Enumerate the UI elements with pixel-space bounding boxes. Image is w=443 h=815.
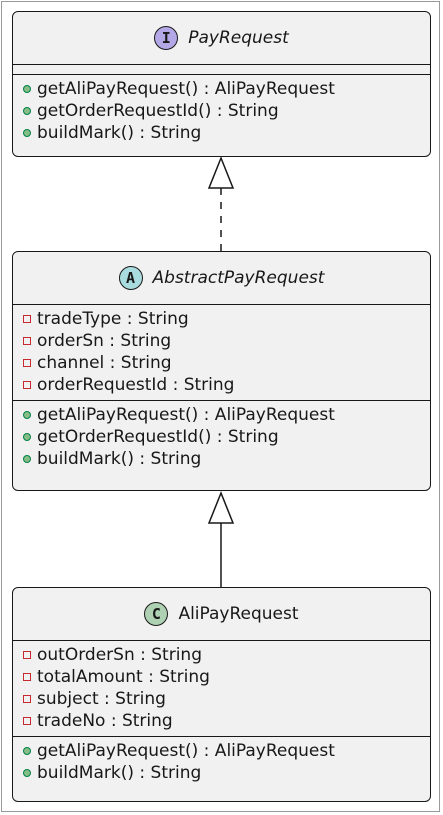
public-visibility-icon [23,107,31,115]
private-visibility-icon [23,673,31,681]
private-visibility-icon [23,717,31,725]
methods-section: getAliPayRequest() : AliPayRequest getOr… [13,400,430,470]
method-row: getAliPayRequest() : AliPayRequest [13,740,430,762]
field-row: tradeType : String [13,308,430,330]
method-row: buildMark() : String [13,448,430,470]
methods-section: getAliPayRequest() : AliPayRequest getOr… [13,74,430,144]
private-visibility-icon [23,381,31,389]
method-text: getAliPayRequest() : AliPayRequest [37,79,335,99]
methods-section: getAliPayRequest() : AliPayRequest build… [13,736,430,784]
class-header: A AbstractPayRequest [13,252,430,304]
class-header: I PayRequest [13,12,430,64]
field-text: orderRequestId : String [37,375,235,395]
abstract-stereotype-icon: A [118,266,143,290]
fields-section [13,64,430,74]
public-visibility-icon [23,411,31,419]
field-text: totalAmount : String [37,667,210,687]
method-row: getAliPayRequest() : AliPayRequest [13,78,430,100]
field-text: channel : String [37,353,172,373]
class-box-abstractpayrequest[interactable]: A AbstractPayRequest tradeType : String … [12,251,431,491]
method-text: getAliPayRequest() : AliPayRequest [37,741,335,761]
field-row: orderRequestId : String [13,374,430,396]
public-visibility-icon [23,747,31,755]
field-row: outOrderSn : String [13,644,430,666]
method-text: buildMark() : String [37,123,202,143]
public-visibility-icon [23,455,31,463]
private-visibility-icon [23,337,31,345]
class-name: AliPayRequest [178,604,299,624]
field-text: orderSn : String [37,331,172,351]
method-text: getAliPayRequest() : AliPayRequest [37,405,335,425]
private-visibility-icon [23,315,31,323]
method-text: getOrderRequestId() : String [37,101,279,121]
field-text: subject : String [37,689,166,709]
method-row: buildMark() : String [13,762,430,784]
field-text: tradeType : String [37,309,189,329]
field-row: channel : String [13,352,430,374]
method-row: getOrderRequestId() : String [13,426,430,448]
private-visibility-icon [23,359,31,367]
class-box-alipayrequest[interactable]: C AliPayRequest outOrderSn : String tota… [12,587,431,802]
method-text: getOrderRequestId() : String [37,427,279,447]
field-row: totalAmount : String [13,666,430,688]
public-visibility-icon [23,85,31,93]
private-visibility-icon [23,695,31,703]
class-box-payrequest[interactable]: I PayRequest getAliPayRequest() : AliPay… [12,11,431,157]
field-text: tradeNo : String [37,711,173,731]
public-visibility-icon [23,433,31,441]
method-row: getOrderRequestId() : String [13,100,430,122]
class-name: PayRequest [188,28,289,48]
class-stereotype-icon: C [144,602,169,626]
method-text: buildMark() : String [37,449,202,469]
public-visibility-icon [23,769,31,777]
field-row: tradeNo : String [13,710,430,732]
fields-section: tradeType : String orderSn : String chan… [13,304,430,400]
field-row: subject : String [13,688,430,710]
class-header: C AliPayRequest [13,588,430,640]
public-visibility-icon [23,129,31,137]
method-row: buildMark() : String [13,122,430,144]
interface-stereotype-icon: I [154,26,179,50]
method-row: getAliPayRequest() : AliPayRequest [13,404,430,426]
class-name: AbstractPayRequest [152,268,325,288]
method-text: buildMark() : String [37,763,202,783]
private-visibility-icon [23,651,31,659]
field-row: orderSn : String [13,330,430,352]
fields-section: outOrderSn : String totalAmount : String… [13,640,430,736]
field-text: outOrderSn : String [37,645,202,665]
